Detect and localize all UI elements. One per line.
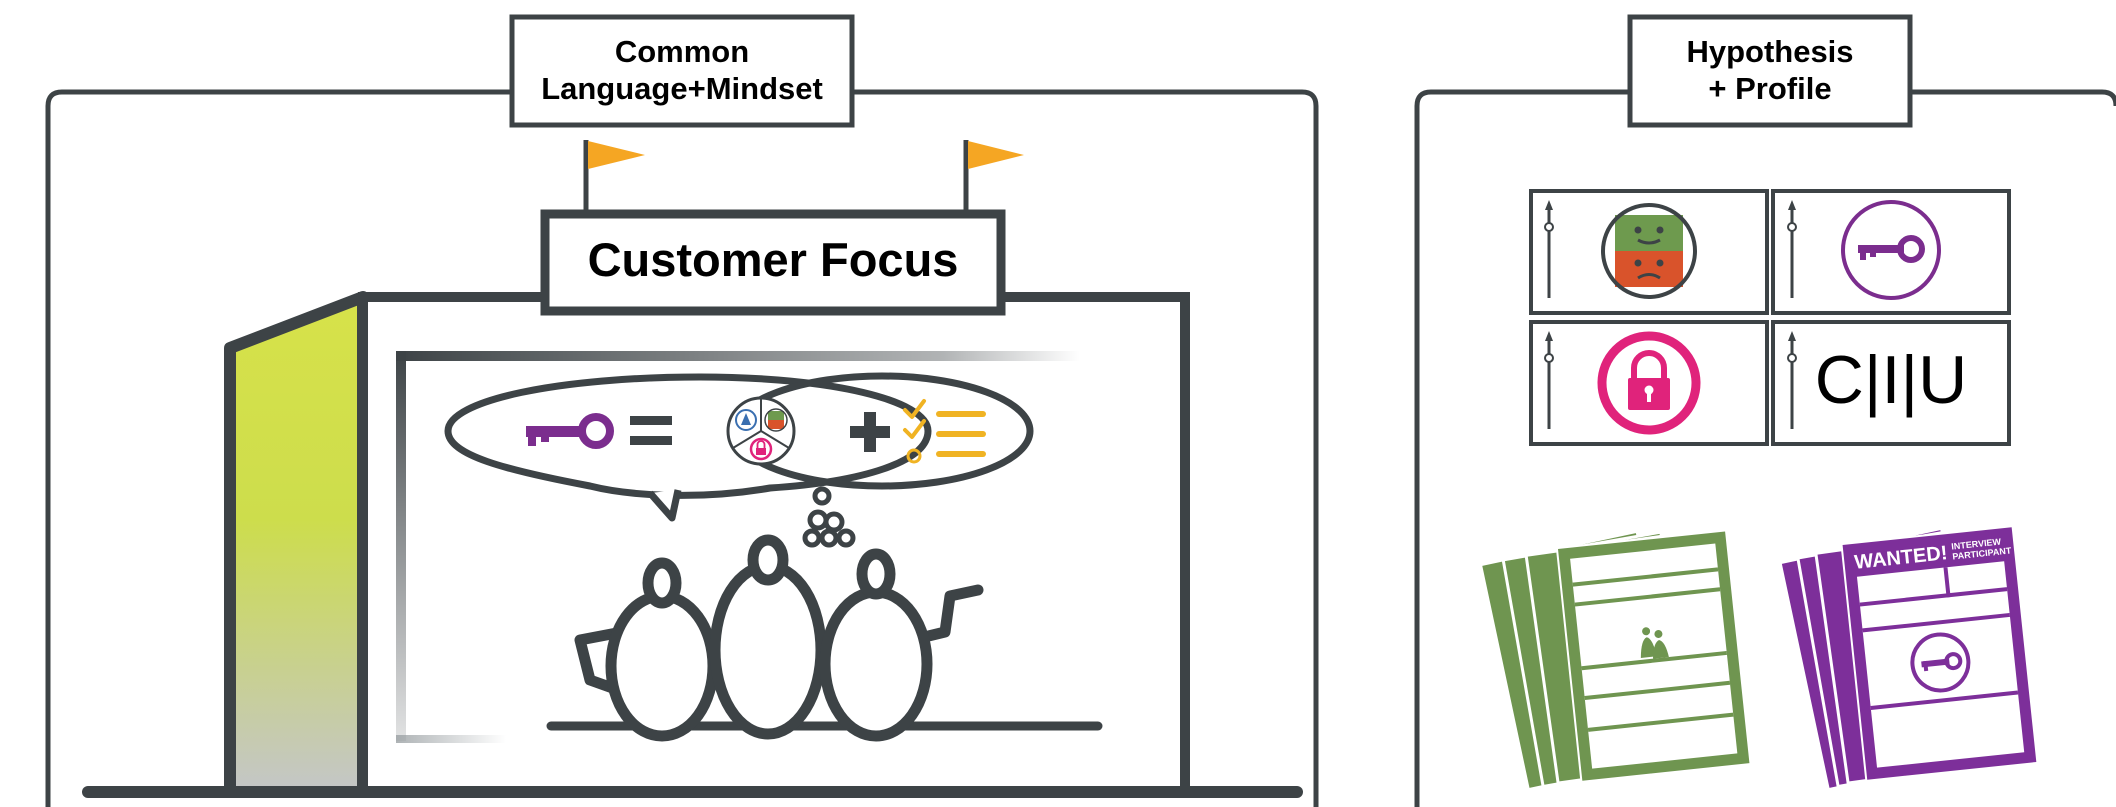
tile-lock — [1529, 320, 1769, 446]
ciu-text: C|I|U — [1815, 342, 1967, 418]
tile-grid: C|I|U — [1529, 189, 2011, 446]
key-icon — [1910, 632, 1971, 693]
flag-icon — [583, 140, 645, 212]
building-side-wall — [224, 291, 369, 798]
smiley-icon — [1601, 203, 1697, 299]
tile-smiley — [1529, 189, 1769, 315]
team-figures-icon — [574, 534, 984, 742]
left-panel-tag: Common Language+Mindset — [509, 14, 855, 128]
tile-key — [1771, 189, 2011, 315]
left-panel: Common Language+Mindset Customer Focus — [45, 14, 1319, 807]
equals-icon — [630, 416, 672, 445]
flag-icon — [963, 140, 1024, 212]
profile-card — [1555, 529, 1752, 783]
left-tag-line1: Common — [615, 34, 749, 69]
persona-icon — [1640, 627, 1669, 659]
right-panel-frame — [1414, 89, 2116, 807]
right-tag-line1: Hypothesis — [1686, 34, 1853, 69]
sign-text: Customer Focus — [588, 233, 959, 286]
left-tag-line2: Language+Mindset — [541, 71, 823, 106]
key-icon — [526, 413, 614, 449]
right-tag-line2: + Profile — [1708, 71, 1831, 106]
speech-bubble — [444, 373, 932, 522]
key-icon — [1858, 235, 1925, 263]
right-panel-tag: Hypothesis + Profile — [1627, 14, 1913, 128]
lock-icon — [1597, 331, 1701, 435]
tile-ciu: C|I|U — [1771, 320, 2011, 446]
right-panel: Hypothesis + Profile — [1414, 14, 2116, 807]
wanted-poster: WANTED! INTERVIEW PARTICIPANT — [1840, 525, 2039, 782]
plus-icon — [850, 412, 890, 452]
wanted-poster-stack: WANTED! INTERVIEW PARTICIPANT — [1778, 525, 2039, 792]
value-proposition-icon — [726, 396, 796, 466]
checklist-icon — [903, 399, 986, 464]
customer-focus-sign — [540, 209, 1006, 316]
profile-card-stack — [1478, 529, 1752, 792]
